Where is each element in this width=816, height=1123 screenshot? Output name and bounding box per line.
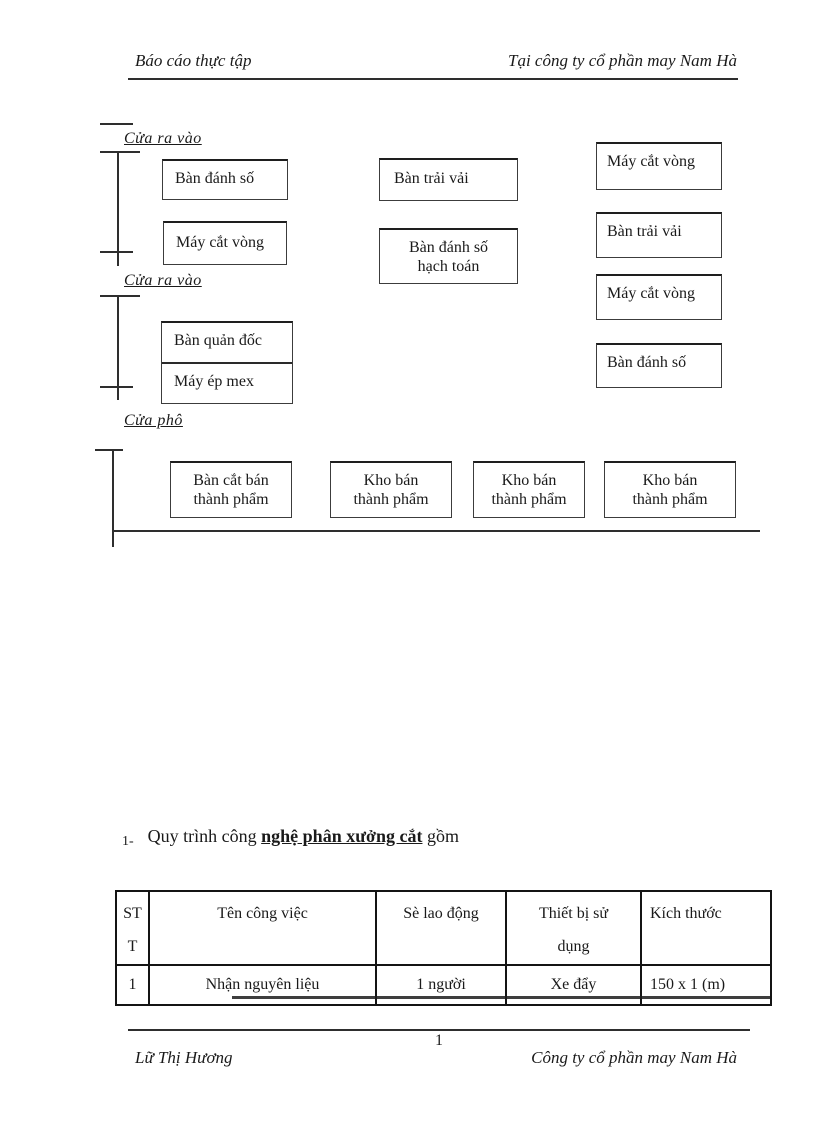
process-table: ST T Tên công việc Sè lao động Thiết bị … [115, 890, 772, 1006]
col-header-so-lao-dong: Sè lao động [375, 890, 507, 966]
diagram-box-ban-quan-doc: Bàn quản đốc [162, 323, 292, 364]
page-break-artifact [232, 996, 770, 999]
cell-so-lao-dong: 1 người [375, 964, 507, 1006]
col-header-ten-cong-viec: Tên công việc [148, 890, 377, 966]
footer-rule [128, 1029, 750, 1031]
door-label-1: Cửa ra vào [124, 130, 202, 147]
table-row: 1 Nhận nguyên liệu 1 người Xe đẩy 150 x … [115, 964, 772, 1006]
diagram-box-kho-ban-thanh-pham-2: Kho bán thành phẩm [473, 461, 585, 518]
section-title-pre: Quy trình công [147, 826, 262, 846]
section-heading: 1- Quy trình công nghệ phân xưởng cắt gồm [122, 826, 459, 849]
cell-stt: 1 [115, 964, 150, 1006]
footer-right-text: Công ty cổ phần may Nam Hà [531, 1048, 737, 1067]
diagram-box-ban-trai-vai-right: Bàn trải vải [596, 212, 722, 258]
diagram-box-kho-ban-thanh-pham-3: Kho bán thành phẩm [604, 461, 736, 518]
wall-segment-top [100, 123, 133, 125]
wall1-tick-bottom [100, 251, 133, 253]
table-header-row: ST T Tên công việc Sè lao động Thiết bị … [115, 890, 772, 966]
diagram-box-may-cat-vong-left: Máy cắt vòng [163, 221, 287, 265]
footer-left-text: Lữ Thị Hương [135, 1048, 233, 1067]
wall1-line [117, 151, 119, 266]
diagram-box-kho-ban-thanh-pham-1: Kho bán thành phẩm [330, 461, 452, 518]
section-title-post: gồm [422, 826, 459, 846]
cell-ten-cong-viec: Nhận nguyên liệu [148, 964, 377, 1006]
diagram-box-ban-danh-so-hach-toan: Bàn đánh số hạch toán [379, 228, 518, 284]
header-right-text: Tại công ty cổ phần may Nam Hà [507, 51, 737, 70]
col-header-stt: ST T [115, 890, 150, 966]
section-title: Quy trình công nghệ phân xưởng cắt gồm [148, 826, 459, 846]
header-rule [128, 78, 738, 80]
section-title-emphasis: nghệ phân xưởng cắt [261, 826, 423, 846]
cell-kich-thuoc: 150 x 1 (m) [640, 964, 772, 1006]
list-marker: 1- [122, 834, 134, 849]
diagram-box-ban-danh-so-right: Bàn đánh số [596, 343, 722, 388]
diagram-box-ban-cat-ban-thanh-pham: Bàn cắt bán thành phẩm [170, 461, 292, 518]
door-label-3: Cửa phô [124, 412, 183, 429]
diagram-box-ban-trai-vai-middle: Bàn trải vải [379, 158, 518, 201]
diagram-box-office: Bàn quản đốc Máy ép mex [161, 321, 293, 404]
wall2-tick-bottom [100, 386, 133, 388]
wall2-tick-top [100, 295, 140, 297]
diagram-box-may-cat-vong-right-1: Máy cắt vòng [596, 142, 722, 190]
diagram-box-may-ep-mex: Máy ép mex [174, 373, 254, 390]
page-number: 1 [435, 1032, 443, 1049]
diagram-box-ban-danh-so: Bàn đánh số [162, 159, 288, 200]
col-header-thiet-bi: Thiết bị sử dụng [505, 890, 642, 966]
header-left-text: Báo cáo thực tập [135, 51, 252, 70]
door-label-2: Cửa ra vào [124, 272, 202, 289]
cell-thiet-bi: Xe đẩy [505, 964, 642, 1006]
wall3-line [112, 449, 114, 547]
wall1-tick-top [100, 151, 140, 153]
floor-line [112, 530, 760, 532]
wall3-tick-top [95, 449, 123, 451]
wall2-line [117, 295, 119, 400]
diagram-box-may-cat-vong-right-2: Máy cắt vòng [596, 274, 722, 320]
col-header-kich-thuoc: Kích thước [640, 890, 772, 966]
